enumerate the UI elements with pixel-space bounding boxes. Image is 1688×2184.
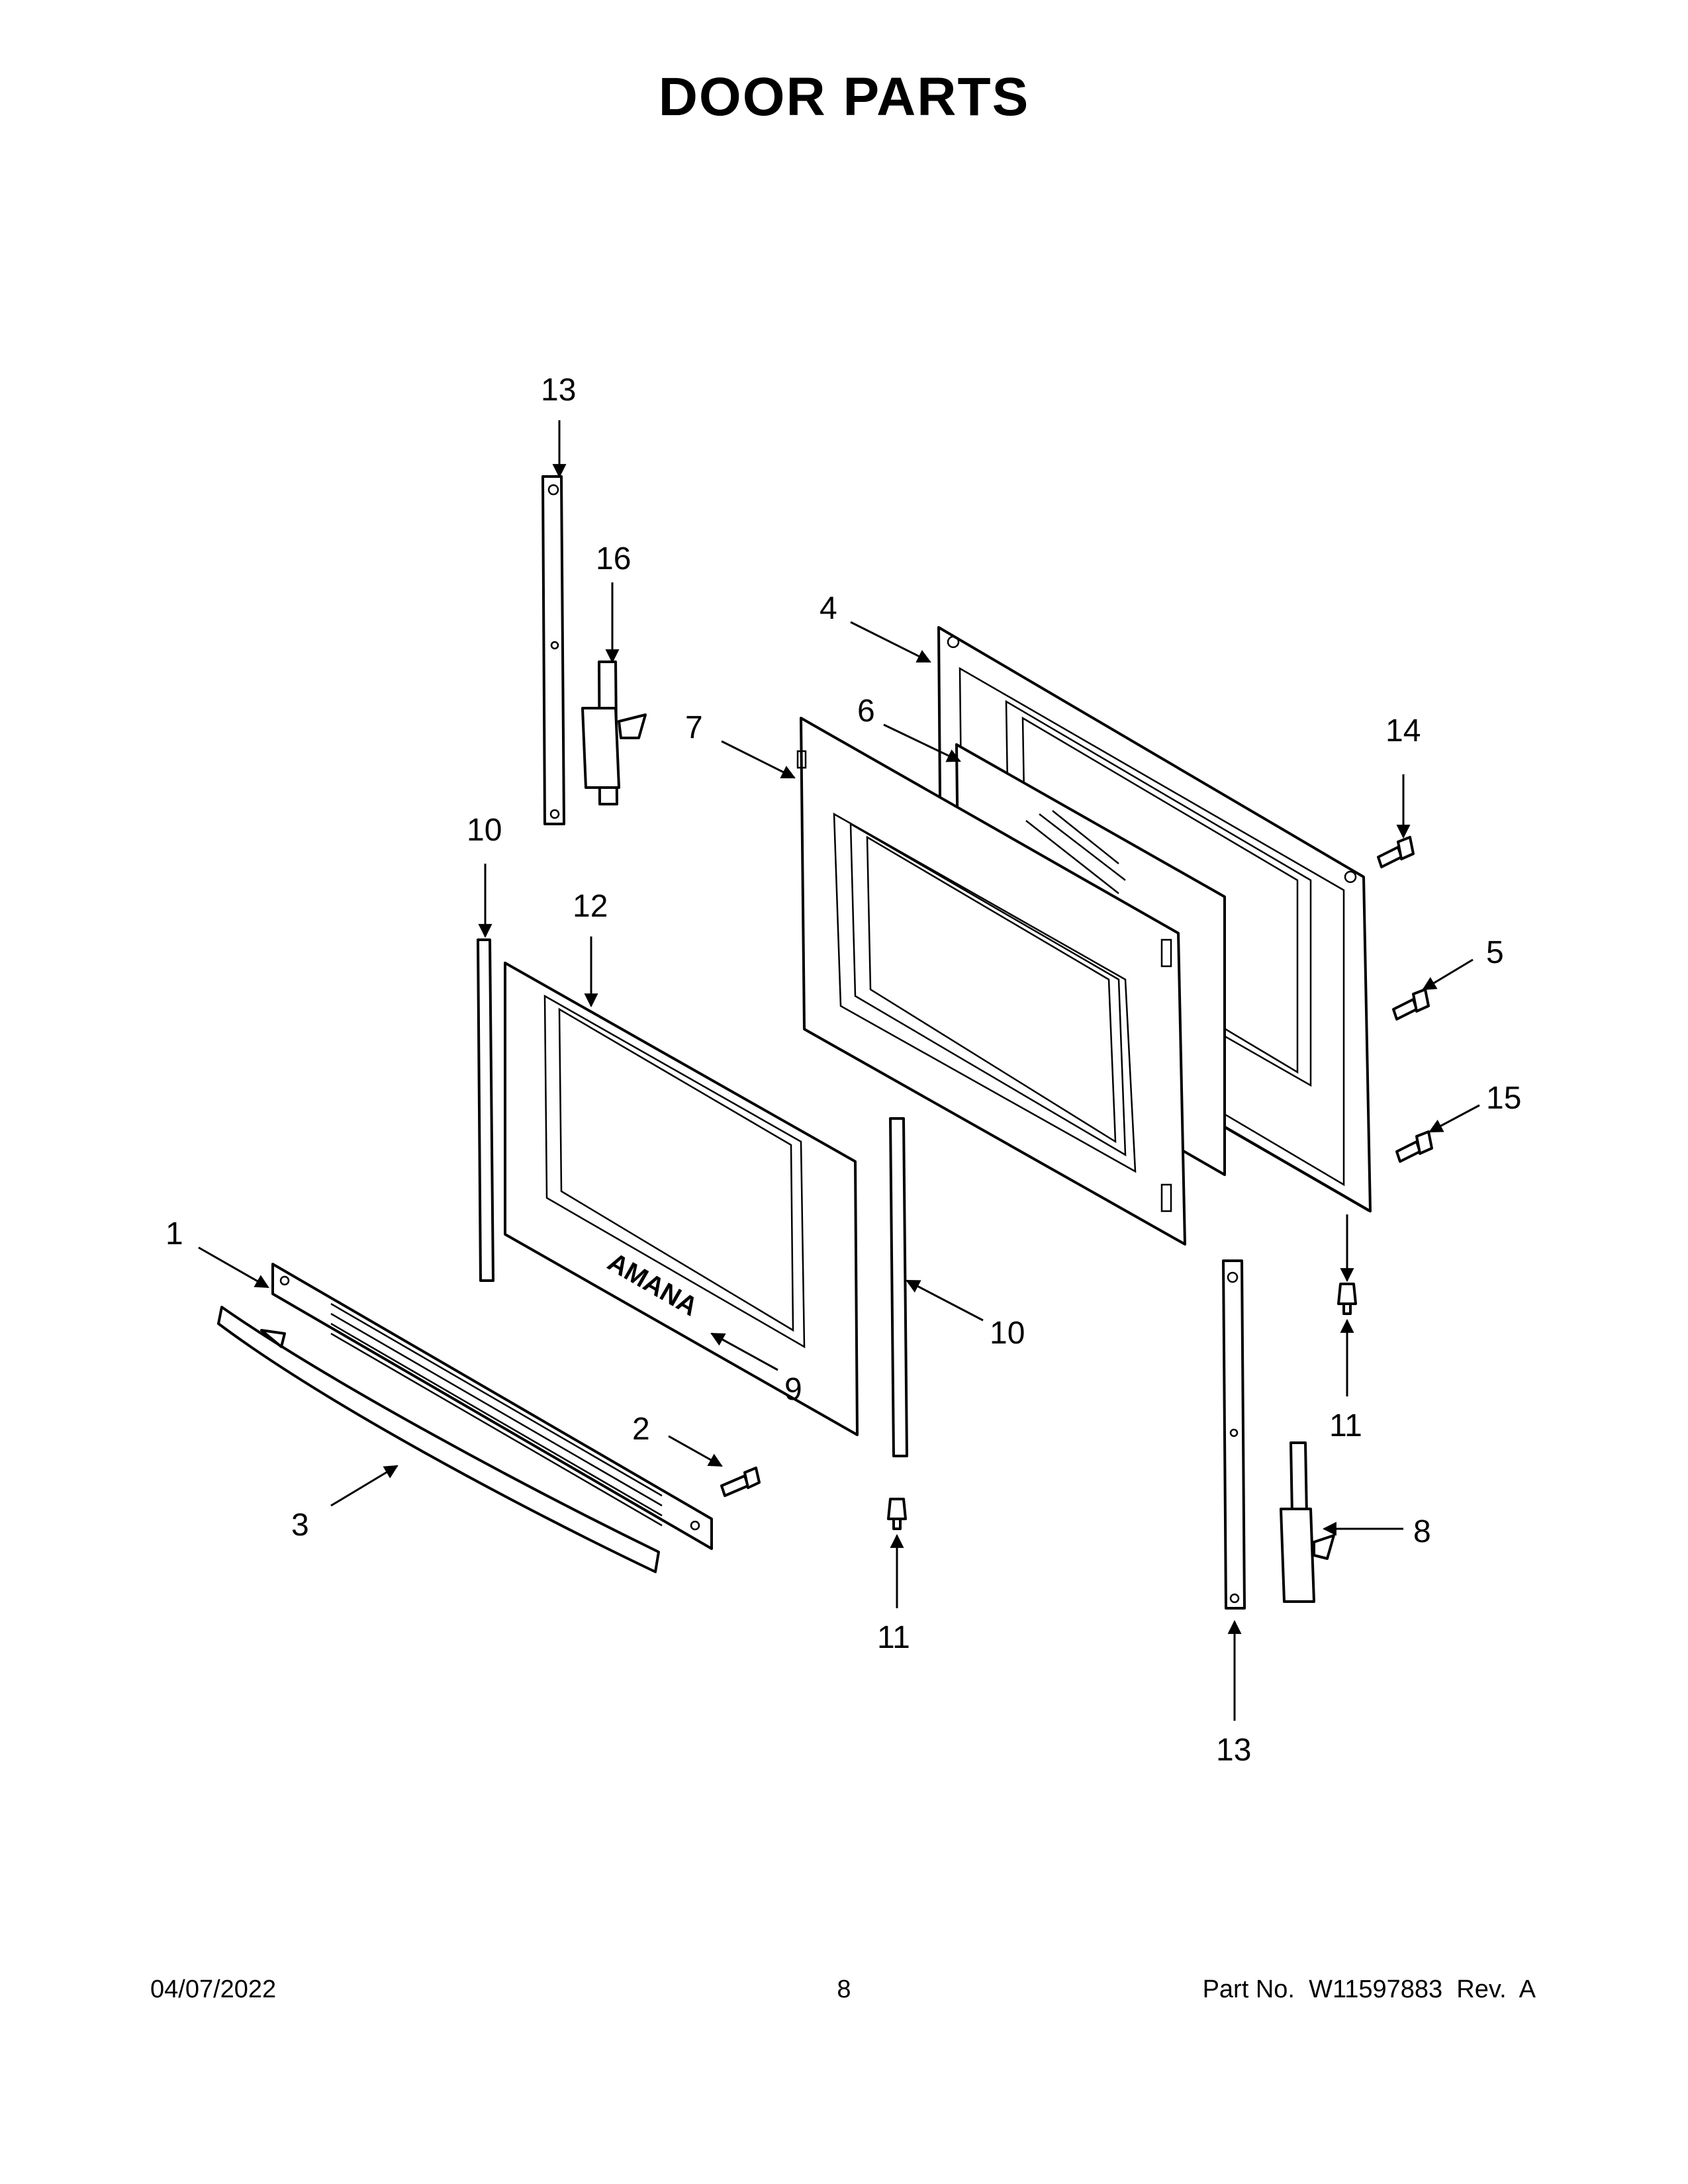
callout-16: 16 bbox=[596, 541, 631, 576]
callout-11-right: 11 bbox=[1329, 1408, 1362, 1443]
part-10-right-side-trim bbox=[889, 1117, 908, 1457]
callout-8: 8 bbox=[1413, 1514, 1431, 1549]
part-1-vent-trim bbox=[271, 1263, 713, 1550]
part-12-door-front-glass: AMANA bbox=[504, 962, 859, 1436]
part-11-screw-center bbox=[887, 1498, 907, 1530]
callout-labels: 13 16 4 6 7 14 5 15 10 12 1 10 9 2 3 11 … bbox=[165, 373, 1521, 1768]
callout-3: 3 bbox=[291, 1508, 309, 1543]
callout-10-right: 10 bbox=[990, 1316, 1025, 1351]
part-11-screw-right bbox=[1337, 1283, 1357, 1315]
footer-part-number: Part No. W11597883 Rev. A bbox=[1202, 1976, 1536, 2003]
callout-2: 2 bbox=[632, 1412, 650, 1447]
callout-14: 14 bbox=[1385, 713, 1421, 749]
part-8-hinge bbox=[1280, 1441, 1335, 1603]
callout-13-bottom: 13 bbox=[1216, 1733, 1251, 1768]
part-13-hinge-channel-right bbox=[1222, 1259, 1246, 1610]
part-16-hinge bbox=[581, 660, 647, 805]
callout-7: 7 bbox=[685, 710, 703, 745]
callout-5: 5 bbox=[1486, 935, 1504, 970]
part-14-screw bbox=[1377, 836, 1415, 868]
callout-9: 9 bbox=[784, 1372, 802, 1407]
callout-11-center: 11 bbox=[877, 1620, 910, 1655]
callout-4: 4 bbox=[820, 591, 837, 626]
part-10-left-side-trim bbox=[477, 938, 494, 1282]
callout-10-left: 10 bbox=[467, 813, 502, 848]
part-13-hinge-channel-left bbox=[541, 475, 565, 825]
part-7-inner-door-panel bbox=[796, 717, 1186, 1246]
part-15-screw bbox=[1395, 1130, 1433, 1163]
leader-lines bbox=[198, 420, 1480, 1721]
part-3-door-handle bbox=[217, 1306, 660, 1573]
footer-date: 04/07/2022 bbox=[150, 1976, 277, 2003]
callout-15: 15 bbox=[1486, 1081, 1521, 1116]
footer-page-number: 8 bbox=[837, 1976, 851, 2003]
callout-1: 1 bbox=[165, 1216, 183, 1251]
part-2-screw bbox=[720, 1467, 761, 1497]
part-5-screw bbox=[1392, 988, 1430, 1021]
callout-12: 12 bbox=[573, 889, 608, 924]
callout-6: 6 bbox=[857, 694, 875, 729]
callout-13-top: 13 bbox=[541, 373, 576, 408]
page-title: DOOR PARTS bbox=[658, 67, 1030, 127]
